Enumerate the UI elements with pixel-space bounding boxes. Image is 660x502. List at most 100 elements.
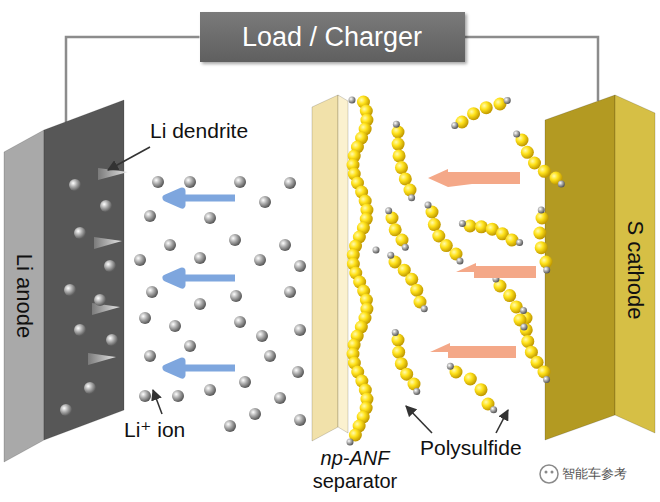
chain-end-li xyxy=(451,122,458,129)
chain-end-li xyxy=(387,252,394,259)
sulfur-atom xyxy=(464,220,477,233)
dendrite xyxy=(88,353,116,365)
li-ion xyxy=(239,376,251,388)
dendrite xyxy=(94,237,122,249)
chain-end-li xyxy=(490,406,497,413)
li-ion xyxy=(294,324,306,336)
leader-line xyxy=(108,147,150,170)
electrode-label: Li anode xyxy=(11,254,37,338)
ion-arrow xyxy=(166,191,235,205)
separator-label: np-ANF separator xyxy=(290,447,420,493)
chain-end-li xyxy=(543,376,550,383)
ion-arrow xyxy=(166,271,235,285)
sulfur-atom xyxy=(428,218,441,231)
sulfur-atom xyxy=(538,366,551,379)
li-ion xyxy=(144,350,156,362)
chain-end-li xyxy=(408,194,415,201)
load-charger-box: Load / Charger xyxy=(200,12,465,62)
dendrite xyxy=(92,303,120,315)
chain-end-li xyxy=(402,244,409,251)
chain-end-li xyxy=(543,266,550,273)
watermark: 智能车参考 xyxy=(562,465,627,483)
chain-end-li xyxy=(558,180,565,187)
chain-end-li xyxy=(538,207,545,214)
anode-front-face xyxy=(44,100,124,440)
chain-end-li xyxy=(516,239,523,246)
electrode-label: S cathode xyxy=(622,220,648,319)
sulfur-atom xyxy=(538,165,551,178)
polysulfide-arrow xyxy=(474,266,536,278)
li-ion xyxy=(144,210,156,222)
li-ion xyxy=(229,234,241,246)
li-ion xyxy=(184,176,196,188)
wire xyxy=(66,37,200,122)
anode-side-face xyxy=(4,130,44,462)
sulfur-atom xyxy=(392,138,405,151)
sulfur-atom xyxy=(535,241,548,254)
polysulfide-arrow xyxy=(430,343,450,361)
li-ion xyxy=(194,298,206,310)
sulfur-atom xyxy=(521,146,534,159)
box-title: Load / Charger xyxy=(242,22,422,53)
polysulfide-arrow xyxy=(428,169,520,187)
dendrite xyxy=(98,168,128,180)
chain-end-li xyxy=(385,207,392,214)
callout-label: Li⁺ ion xyxy=(124,418,185,442)
sulfur-atom xyxy=(533,226,546,239)
li-ion xyxy=(104,260,116,272)
li-ion xyxy=(84,382,96,394)
li-ion xyxy=(139,312,151,324)
separator-side-face xyxy=(338,95,348,433)
sulfur-atom xyxy=(410,284,423,297)
li-ion xyxy=(254,254,266,266)
sulfur-atom xyxy=(404,184,417,197)
sulfur-atom xyxy=(475,383,488,396)
polysulfide-arrow xyxy=(446,172,520,184)
li-ion xyxy=(230,290,242,302)
li-ion xyxy=(292,366,304,378)
leader-lines xyxy=(108,147,508,433)
li-ion xyxy=(249,408,261,420)
callout-label: Li dendrite xyxy=(150,119,248,143)
chain-end-li xyxy=(459,220,466,227)
li-ion xyxy=(279,239,291,251)
sulfur-atom xyxy=(392,346,405,359)
li-ion xyxy=(152,176,164,188)
li-ion xyxy=(172,390,184,402)
chain-end-li xyxy=(421,305,428,312)
li-ion xyxy=(100,200,112,212)
li-ion xyxy=(284,286,296,298)
li-ion xyxy=(139,390,151,402)
separator-front-face xyxy=(312,95,338,441)
li-ion xyxy=(274,392,286,404)
cathode-side-face xyxy=(615,95,655,433)
leader-line xyxy=(153,390,162,414)
sulfur-atom xyxy=(393,149,406,162)
li-ion xyxy=(294,260,306,272)
polysulfide-chains xyxy=(347,96,565,446)
li-ion xyxy=(60,404,72,416)
chain-end-li xyxy=(349,97,356,104)
sulfur-atom xyxy=(475,220,488,233)
li-ion xyxy=(74,227,86,239)
ion-arrow xyxy=(166,361,235,375)
li-ion xyxy=(74,324,86,336)
chain-end-li xyxy=(393,121,400,128)
chain-end-li xyxy=(413,388,420,395)
li-dendrite-cones xyxy=(88,168,128,365)
chain-end-li xyxy=(520,307,527,314)
wire xyxy=(465,37,599,101)
polysulfide-arrow xyxy=(456,263,476,281)
li-ion xyxy=(234,316,246,328)
polysulfide-flow-arrows xyxy=(428,169,536,361)
li-ion xyxy=(204,212,216,224)
li-ions xyxy=(60,176,306,432)
li-ion xyxy=(264,350,276,362)
leader-line xyxy=(496,410,508,433)
chain-end-li xyxy=(347,439,354,446)
callout-label: Polysulfide xyxy=(420,436,522,460)
li-ion xyxy=(259,196,271,208)
